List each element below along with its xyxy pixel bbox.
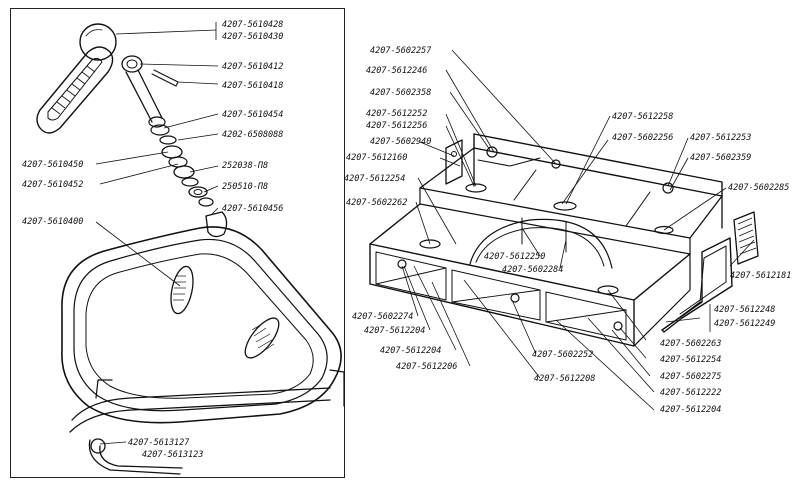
handle-assembly [36, 23, 228, 238]
seat-cushion [61, 226, 345, 475]
callout-label: 4207-5602358 [370, 88, 431, 98]
callout-label: 250510-П8 [222, 182, 268, 192]
callout-label: 4207-5610456 [222, 204, 283, 214]
left-callouts: 4207-5610428 4207-5610430 4207-5610412 4… [22, 20, 283, 460]
callout-label: 4207-5612160 [346, 153, 407, 163]
callout-label: 4207-5610418 [222, 81, 283, 91]
callout-label: 4207-5612208 [534, 374, 595, 384]
callout-label: 4207-5612252 [366, 109, 427, 119]
left-panel-frame [10, 8, 345, 478]
callout-label: 4207-5613123 [142, 450, 203, 460]
callout-label: 252038-П8 [222, 161, 268, 171]
callout-label: 4207-5602284 [502, 265, 563, 275]
grip-handle [36, 23, 117, 134]
cap-nut [205, 211, 228, 238]
callout-label: 4207-5610400 [22, 217, 83, 227]
right-leader-lines [401, 49, 755, 411]
callout-label: 4207-5610454 [222, 110, 283, 120]
callout-label: 4207-5610412 [222, 62, 283, 72]
callout-label: 4207-5612253 [690, 133, 751, 143]
callout-label: 4207-5602257 [370, 46, 432, 56]
callout-label: 4207-5610450 [22, 160, 83, 170]
tool-box-frame [369, 133, 759, 347]
lever-arm [121, 55, 179, 128]
callout-label: 4207-5612256 [366, 121, 427, 131]
callout-label: 4207-5602256 [612, 133, 673, 143]
callout-label: 4207-5602252 [532, 350, 593, 360]
callout-label: 4207-5612222 [660, 388, 721, 398]
callout-label: 4207-5612204 [364, 326, 425, 336]
washer-stack [150, 124, 214, 207]
callout-label: 4207-5610430 [222, 32, 283, 42]
callout-label: 4207-5602285 [728, 183, 789, 193]
callout-label: 4207-5612254 [660, 355, 721, 365]
callout-label: 4207-5612181 [730, 271, 791, 281]
callout-label: 4207-5612258 [612, 112, 673, 122]
callout-label: 4207-5613127 [128, 438, 190, 448]
callout-label: 4207-5602275 [660, 372, 721, 382]
callout-label: 4207-5612206 [396, 362, 457, 372]
callout-label: 4207-5602359 [690, 153, 751, 163]
callout-label: 4207-5612204 [660, 405, 721, 415]
callout-label: 4207-5612250 [484, 252, 545, 262]
callout-label: 4207-5612254 [344, 174, 405, 184]
callout-label: 4207-5602262 [346, 198, 407, 208]
callout-label: 4207-5602274 [352, 312, 413, 322]
callout-label: 4207-5610452 [22, 180, 83, 190]
callout-label: 4207-5612204 [380, 346, 441, 356]
callout-label: 4207-5610428 [222, 20, 283, 30]
right-callouts: 4207-5602257 4207-5612246 4207-5602358 4… [344, 46, 791, 415]
cushion-slot [170, 265, 194, 315]
cushion-slot [244, 317, 280, 359]
callout-label: 4202-6508088 [222, 130, 283, 140]
callout-label: 4207-5612248 [714, 305, 775, 315]
left-leader-lines [95, 22, 219, 445]
callout-label: 4207-5612246 [366, 66, 427, 76]
callout-label: 4207-5602263 [660, 339, 721, 349]
callout-label: 4207-5602940 [370, 137, 431, 147]
callout-label: 4207-5612249 [714, 319, 775, 329]
